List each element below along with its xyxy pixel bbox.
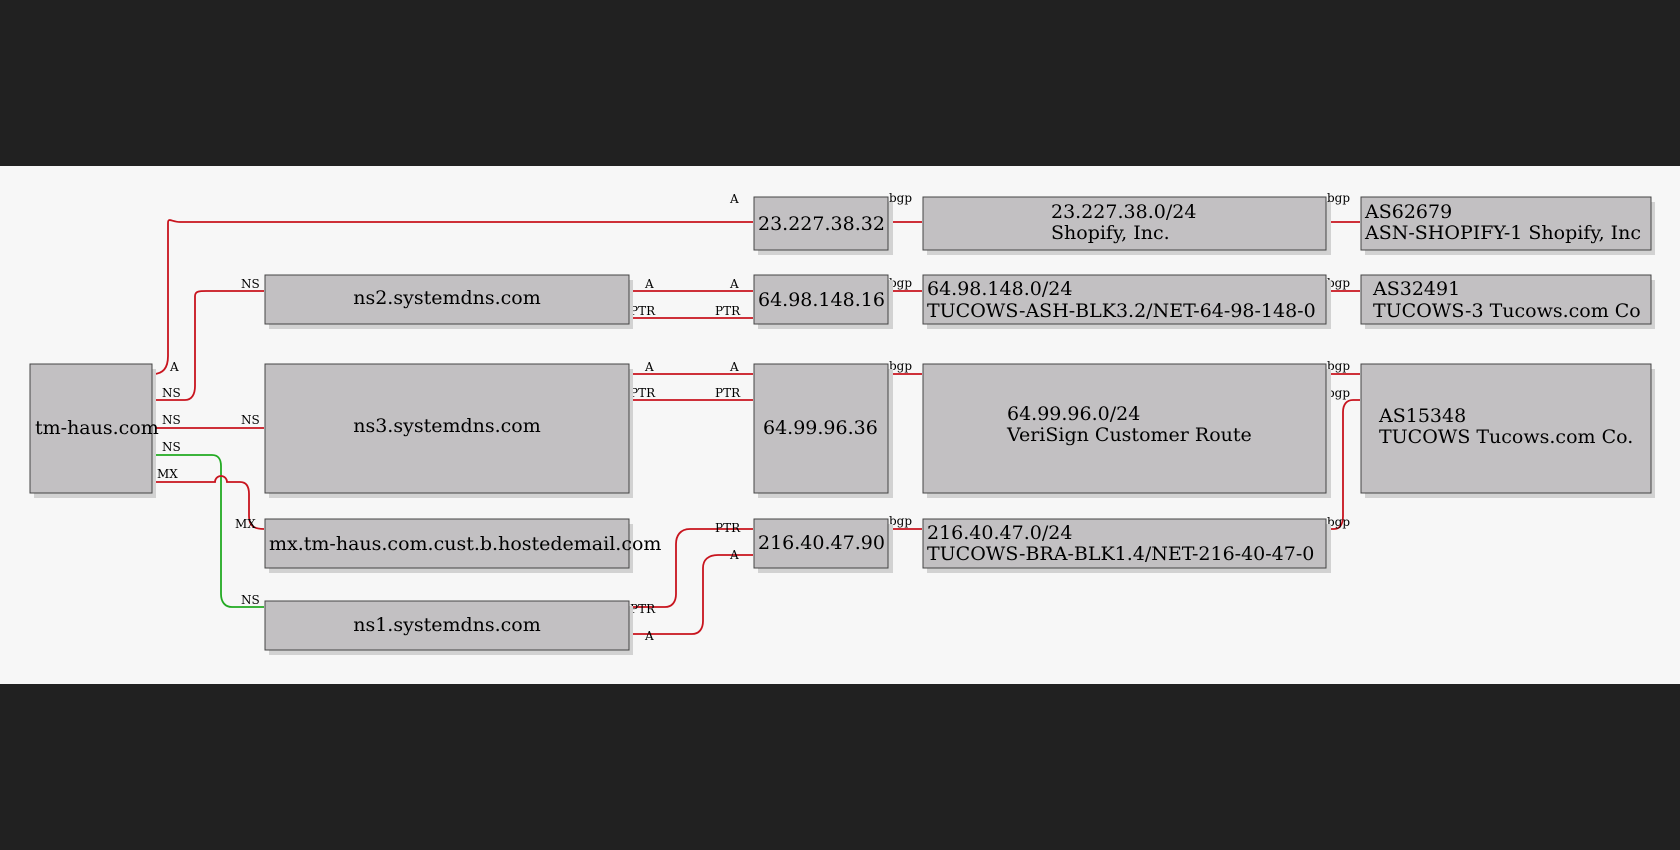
node-ns1[interactable]: ns1.systemdns.com: [264, 600, 633, 655]
edge-label-ptr: PTR: [715, 386, 741, 400]
node-label-line2: TUCOWS-ASH-BLK3.2/NET-64-98-148-0: [927, 300, 1316, 322]
node-label: 64.99.96.36: [763, 417, 878, 439]
edge-domain-ns-ns1: [153, 454, 264, 608]
node-label: mx.tm-haus.com.cust.b.hostedemail.com: [269, 533, 661, 555]
node-domain[interactable]: tm-haus.com: [29, 363, 159, 498]
edge-label-a: A: [729, 548, 739, 562]
node-ip-ns2[interactable]: 64.98.148.16: [753, 274, 893, 329]
diagram-canvas: A A NS NS NS NS NS NS MX MX A A PTR PTR …: [0, 166, 1680, 684]
node-ip-ns3[interactable]: 64.99.96.36: [753, 363, 893, 498]
node-label-line2: TUCOWS-BRA-BLK1.4/NET-216-40-47-0: [927, 543, 1314, 565]
dns-graph: A A NS NS NS NS NS NS MX MX A A PTR PTR …: [29, 191, 1655, 655]
edge-label-ptr: PTR: [715, 521, 741, 535]
node-label-line1: AS15348: [1378, 405, 1466, 427]
node-label-line2: VeriSign Customer Route: [1006, 424, 1252, 446]
edge-domain-a-ip_shopify: [152, 219, 753, 375]
node-ip-216[interactable]: 216.40.47.90: [753, 518, 893, 573]
edge-label-ptr: PTR: [630, 386, 656, 400]
edge-label-bgp: bgp: [1327, 515, 1350, 529]
node-label-line2: TUCOWS-3 Tucows.com Co: [1373, 300, 1641, 322]
edge-label-bgp: bgp: [1327, 191, 1350, 205]
node-net-216[interactable]: 216.40.47.0/24 TUCOWS-BRA-BLK1.4/NET-216…: [922, 518, 1331, 573]
edge-net_216-bgp-as: [1326, 399, 1360, 530]
edge-label-mx: MX: [235, 517, 256, 531]
edge-ns1-ptr-ip: [629, 528, 753, 608]
edge-label-a: A: [729, 360, 739, 374]
node-label-line1: 23.227.38.0/24: [1051, 201, 1196, 223]
node-label: ns2.systemdns.com: [353, 287, 541, 309]
node-as-tucows[interactable]: AS15348 TUCOWS Tucows.com Co.: [1360, 363, 1655, 498]
edge-label-a: A: [729, 192, 739, 206]
edge-label-a: A: [729, 277, 739, 291]
edge-label-ptr: PTR: [630, 304, 656, 318]
node-label-line1: AS62679: [1364, 201, 1452, 223]
edge-label-bgp: bgp: [1327, 276, 1350, 290]
node-net-64-98[interactable]: 64.98.148.0/24 TUCOWS-ASH-BLK3.2/NET-64-…: [922, 274, 1331, 329]
node-label-line1: 64.99.96.0/24: [1007, 403, 1140, 425]
node-label: 216.40.47.90: [758, 532, 885, 554]
edge-label-a: A: [169, 360, 179, 374]
node-label-line2: Shopify, Inc.: [1051, 222, 1170, 244]
edge-label-ns: NS: [241, 593, 260, 607]
node-label-line1: AS32491: [1372, 278, 1460, 300]
edge-label-ns: NS: [162, 440, 181, 454]
edge-label-bgp: bgp: [889, 191, 912, 205]
edge-label-a: A: [644, 360, 654, 374]
node-ns2[interactable]: ns2.systemdns.com: [264, 274, 633, 329]
node-ip-shopify[interactable]: 23.227.38.32: [753, 196, 893, 255]
edge-label-ptr: PTR: [715, 304, 741, 318]
edge-domain-mx-mx: [153, 475, 265, 530]
node-net-64-99[interactable]: 64.99.96.0/24 VeriSign Customer Route: [922, 363, 1331, 498]
edge-label-bgp: bgp: [889, 276, 912, 290]
edge-label-ptr: PTR: [630, 602, 656, 616]
edge-ns1-a-ip: [629, 554, 753, 635]
edge-label-a: A: [644, 277, 654, 291]
node-label: ns3.systemdns.com: [353, 415, 541, 437]
node-label-line1: 216.40.47.0/24: [927, 522, 1072, 544]
edge-label-ns: NS: [241, 277, 260, 291]
edge-label-bgp: bgp: [1327, 386, 1350, 400]
node-label: tm-haus.com: [35, 417, 159, 439]
edge-label-ns: NS: [162, 413, 181, 427]
node-label-line1: 64.98.148.0/24: [927, 278, 1072, 300]
node-label: ns1.systemdns.com: [353, 614, 541, 636]
edge-label-ns: NS: [241, 413, 260, 427]
node-net-shopify[interactable]: 23.227.38.0/24 Shopify, Inc.: [922, 196, 1331, 255]
edge-label-mx: MX: [157, 467, 178, 481]
node-label-line2: TUCOWS Tucows.com Co.: [1379, 426, 1633, 448]
nodes-layer: tm-haus.com ns2.systemdns.com ns3.system…: [29, 196, 1655, 655]
edge-label-bgp: bgp: [1327, 359, 1350, 373]
node-as-tucows-3[interactable]: AS32491 TUCOWS-3 Tucows.com Co: [1360, 274, 1655, 329]
node-mx[interactable]: mx.tm-haus.com.cust.b.hostedemail.com: [264, 518, 661, 573]
edge-label-ns: NS: [162, 386, 181, 400]
edge-label-a: A: [644, 629, 654, 643]
edge-label-bgp: bgp: [889, 359, 912, 373]
node-ns3[interactable]: ns3.systemdns.com: [264, 363, 633, 498]
node-label: 23.227.38.32: [758, 213, 885, 235]
node-label: 64.98.148.16: [758, 289, 885, 311]
edge-domain-ns-ns2: [153, 290, 264, 401]
edges-layer: [152, 219, 1360, 635]
edge-label-bgp: bgp: [889, 514, 912, 528]
node-label-line2: ASN-SHOPIFY-1 Shopify, Inc: [1364, 222, 1641, 244]
node-as-shopify[interactable]: AS62679 ASN-SHOPIFY-1 Shopify, Inc: [1360, 196, 1655, 255]
edge-labels-layer: A A NS NS NS NS NS NS MX MX A A PTR PTR …: [157, 191, 1350, 643]
